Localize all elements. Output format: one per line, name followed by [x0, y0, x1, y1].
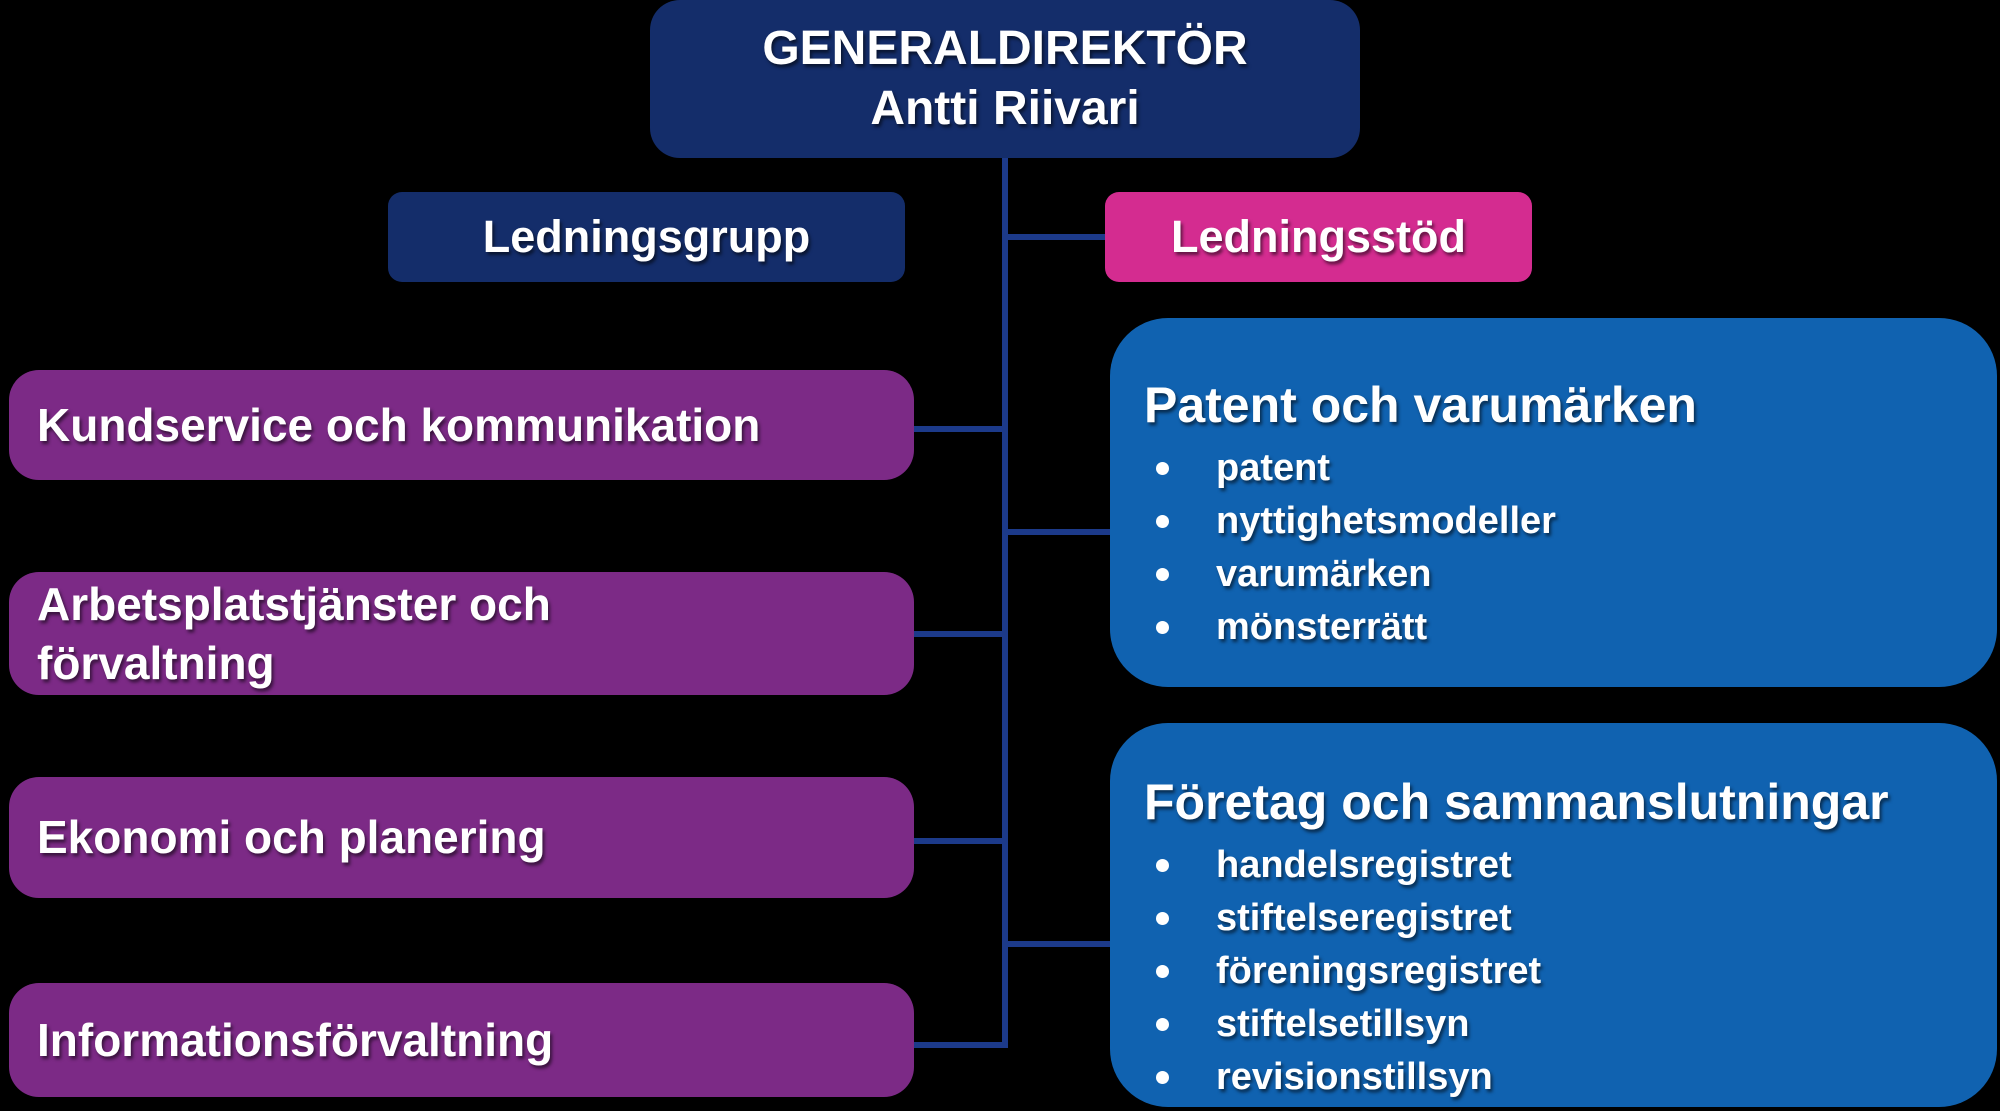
list-item: föreningsregistret [1144, 951, 1957, 991]
list-item-label: mönsterrätt [1216, 606, 1428, 648]
unit-label-arbetsplatstjanster: Arbetsplatstjänster och förvaltning [37, 577, 551, 689]
bullet-icon [1156, 858, 1169, 872]
unit-box-arbetsplatstjanster: Arbetsplatstjänster och förvaltning [9, 572, 914, 695]
list-item-label: nyttighetsmodeller [1216, 500, 1556, 542]
list-item: stiftelsetillsyn [1144, 1004, 1957, 1044]
unit-label-kundservice: Kundservice och kommunikation [37, 398, 761, 451]
director-name: Antti Riivari [870, 82, 1140, 135]
connector-trunk-vertical [1002, 158, 1008, 1048]
list-item-label: stiftelseregistret [1216, 897, 1512, 939]
bullet-icon [1156, 1070, 1169, 1084]
unit-label-informationsforvaltning: Informationsförvaltning [37, 1013, 554, 1066]
connector-branch-ekonomi [914, 838, 1002, 844]
bullet-icon [1156, 461, 1169, 475]
management-group-label: Ledningsgrupp [482, 211, 811, 262]
unit-box-ekonomi: Ekonomi och planering [9, 777, 914, 898]
management-support-box: Ledningsstöd [1105, 192, 1532, 282]
list-item: stiftelseregistret [1144, 898, 1957, 938]
unit-label-ekonomi: Ekonomi och planering [37, 811, 546, 864]
list-item: patent [1144, 448, 1957, 488]
connector-branch-informationsforvaltning [914, 1042, 1002, 1048]
list-item: varumärken [1144, 554, 1957, 594]
connector-branch-ledningsstod [1008, 234, 1105, 240]
bullet-icon [1156, 964, 1169, 978]
list-item: handelsregistret [1144, 845, 1957, 885]
list-item: mönsterrätt [1144, 607, 1957, 647]
list-item-label: varumärken [1216, 553, 1432, 595]
management-group-box: Ledningsgrupp [388, 192, 905, 282]
detail-box-patent: Patent och varumärken patent nyttighetsm… [1110, 318, 1997, 687]
detail-title-patent: Patent och varumärken [1144, 377, 1697, 433]
bullet-icon [1156, 1017, 1169, 1031]
list-item-label: stiftelsetillsyn [1216, 1003, 1470, 1045]
list-item-label: patent [1216, 447, 1330, 489]
bullet-icon [1156, 911, 1169, 925]
detail-list-patent: patent nyttighetsmodeller varumärken mön… [1144, 448, 1957, 660]
list-item: revisionstillsyn [1144, 1057, 1957, 1097]
bullet-icon [1156, 514, 1169, 528]
list-item-label: handelsregistret [1216, 844, 1512, 886]
unit-box-kundservice: Kundservice och kommunikation [9, 370, 914, 480]
connector-branch-patent [1008, 529, 1110, 535]
bullet-icon [1156, 620, 1169, 634]
list-item-label: föreningsregistret [1216, 950, 1542, 992]
director-box: GENERALDIREKTÖR Antti Riivari [650, 0, 1360, 158]
connector-branch-foretag [1008, 941, 1110, 947]
list-item-label: revisionstillsyn [1216, 1056, 1493, 1098]
detail-list-foretag: handelsregistret stiftelseregistret före… [1144, 845, 1957, 1110]
director-title: GENERALDIREKTÖR [762, 22, 1248, 75]
detail-box-foretag: Företag och sammanslutningar handelsregi… [1110, 723, 1997, 1107]
connector-branch-kundservice [914, 426, 1002, 432]
bullet-icon [1156, 567, 1169, 581]
list-item: nyttighetsmodeller [1144, 501, 1957, 541]
detail-title-foretag: Företag och sammanslutningar [1144, 774, 1889, 830]
management-support-label: Ledningsstöd [1171, 211, 1466, 262]
unit-box-informationsforvaltning: Informationsförvaltning [9, 983, 914, 1097]
connector-branch-arbetsplatstjanster [914, 631, 1002, 637]
